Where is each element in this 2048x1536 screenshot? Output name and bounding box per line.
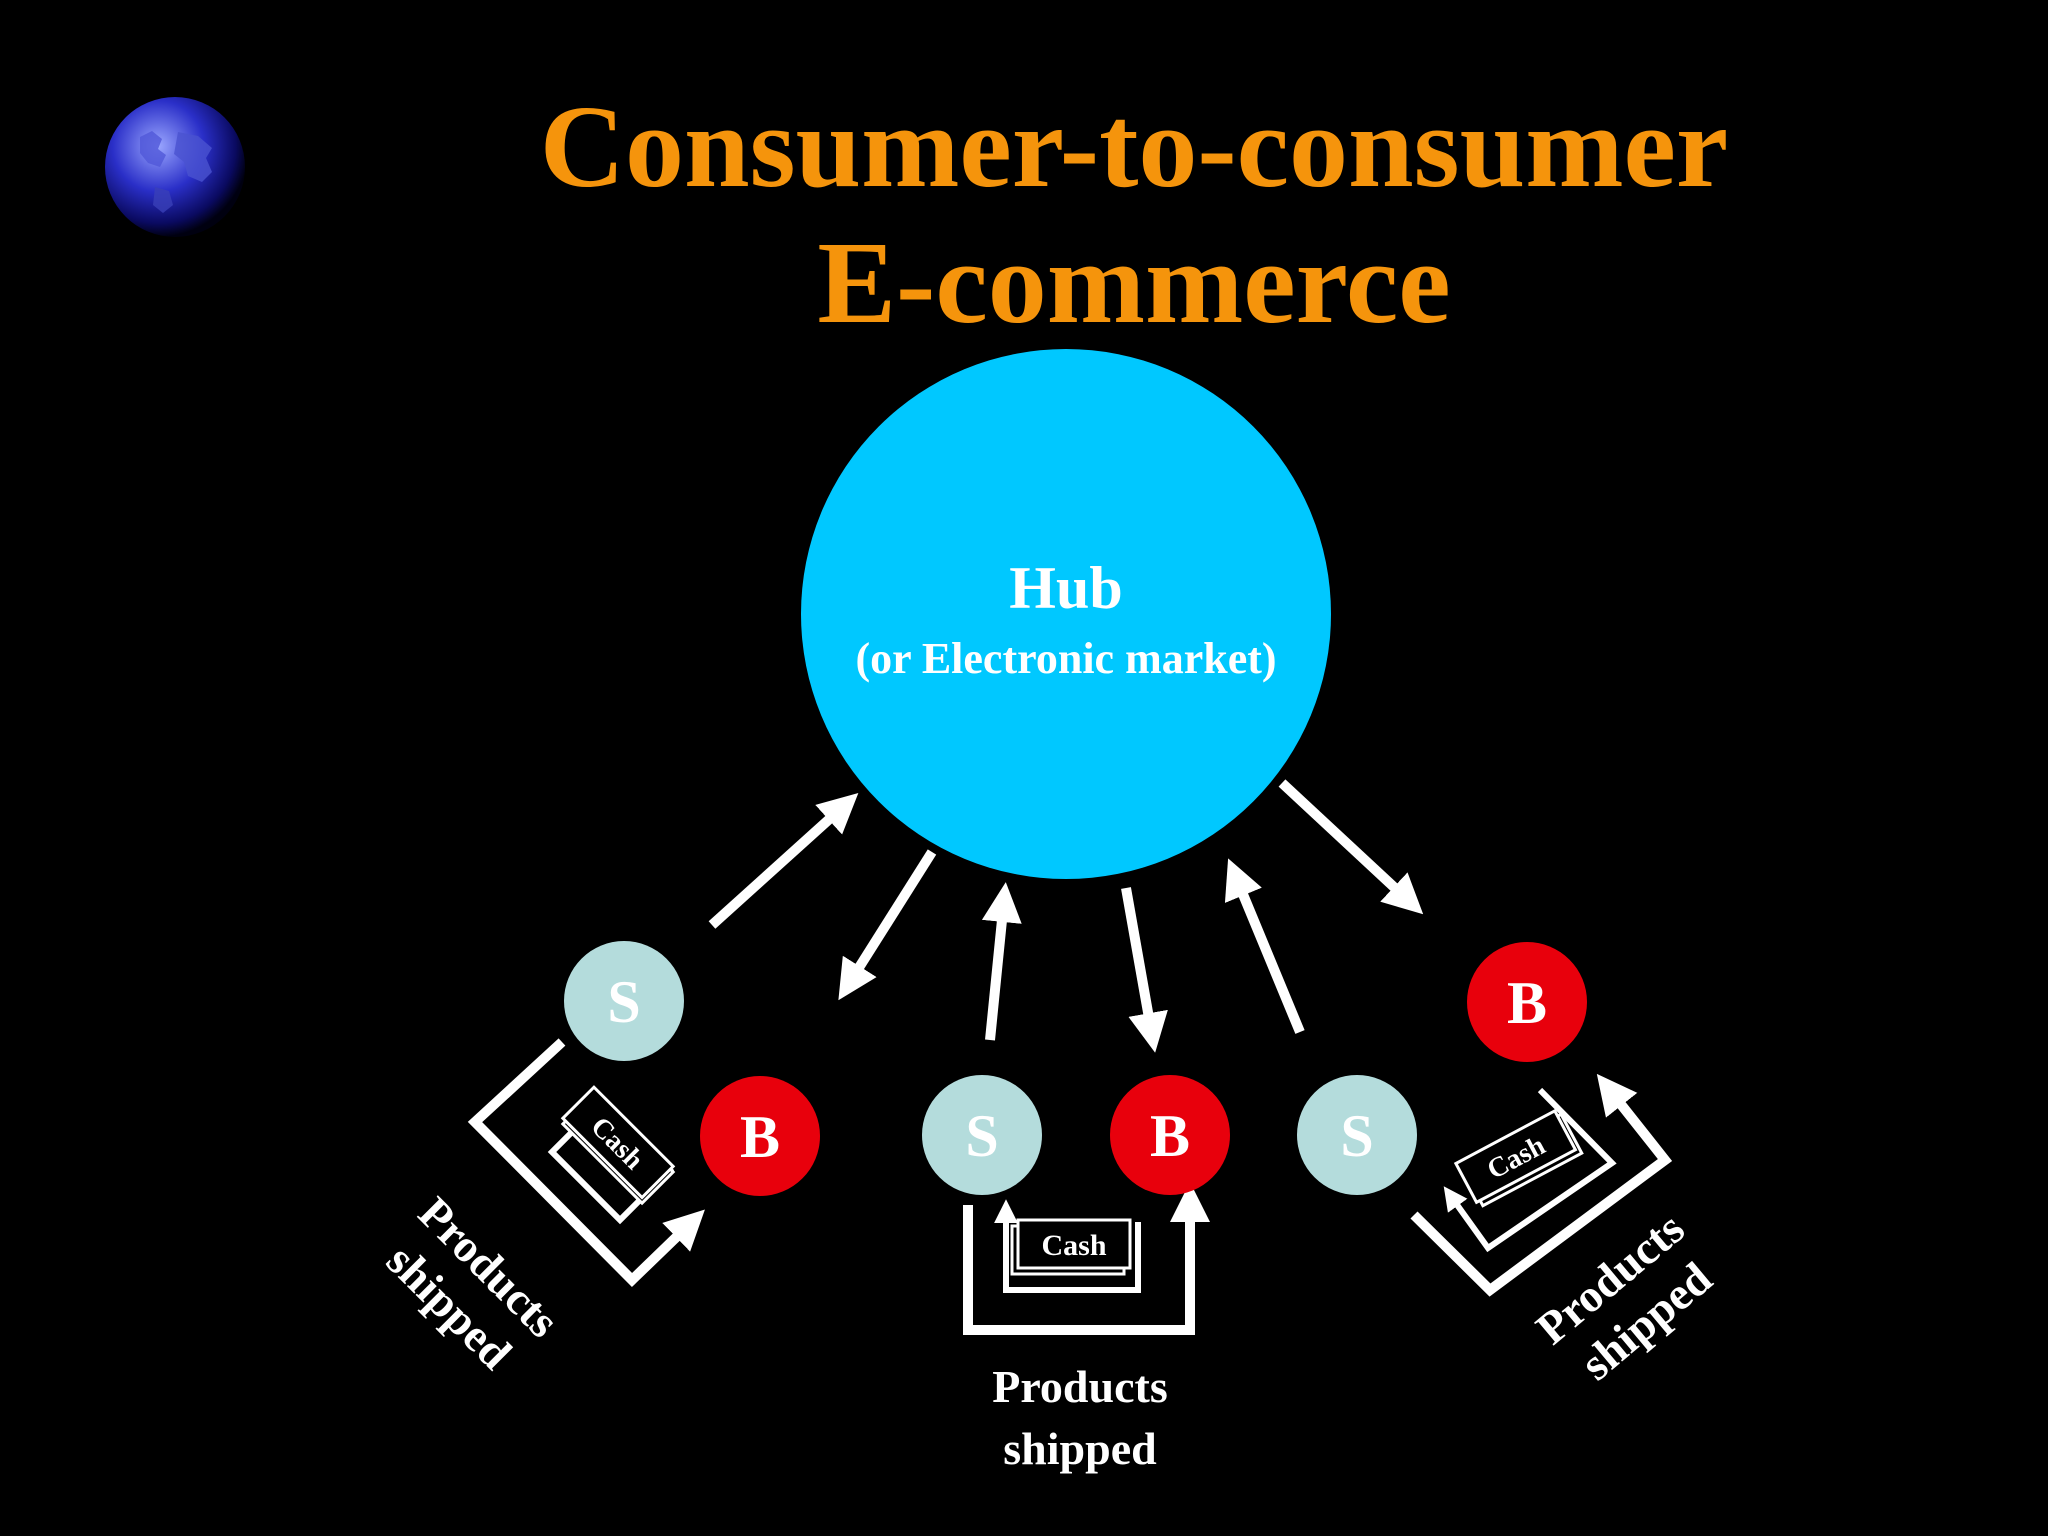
right-buyer: B	[1467, 942, 1587, 1062]
hub-circle	[801, 349, 1331, 879]
left-seller: S	[564, 941, 684, 1061]
arrow-left-seller-to-hub	[708, 792, 859, 929]
center-buyer: B	[1110, 1075, 1230, 1195]
center-products-line2: shipped	[1003, 1423, 1157, 1474]
left-buyer-label: B	[740, 1104, 780, 1170]
arrow-hub-to-right-buyer	[1278, 779, 1424, 915]
left-products-flow	[467, 1038, 705, 1288]
right-seller-label: S	[1340, 1103, 1373, 1169]
right-buyer-label: B	[1507, 970, 1547, 1036]
center-seller-label: S	[965, 1103, 998, 1169]
arrow-right-seller-to-hub	[1224, 858, 1305, 1034]
left-products-label: Products shipped	[377, 1187, 569, 1379]
hub-sublabel: (or Electronic market)	[855, 634, 1276, 683]
hub-label: Hub	[1009, 555, 1122, 621]
right-seller: S	[1297, 1075, 1417, 1195]
center-buyer-label: B	[1150, 1103, 1190, 1169]
center-products-label: Products shipped	[992, 1361, 1168, 1474]
center-cash-flow: Cash	[994, 1199, 1141, 1293]
right-products-flow	[1410, 1073, 1673, 1297]
slide-title-line1: Consumer-to-consumer	[539, 81, 1729, 212]
globe-icon	[105, 97, 245, 237]
arrow-center-seller-to-hub	[981, 882, 1022, 1041]
left-seller-label: S	[607, 969, 640, 1035]
slide-title-line2: E-commerce	[817, 217, 1451, 348]
arrow-hub-to-left-buyer	[838, 849, 937, 1001]
right-products-label: Products shipped	[1526, 1202, 1721, 1390]
left-buyer: B	[700, 1076, 820, 1196]
arrow-hub-to-center-buyer	[1121, 887, 1168, 1053]
left-cash-flow: Cash	[547, 1085, 676, 1225]
center-products-line1: Products	[992, 1361, 1168, 1412]
center-seller: S	[922, 1075, 1042, 1195]
center-cash-label: Cash	[1041, 1229, 1106, 1262]
right-cash-flow: Cash	[1443, 1087, 1617, 1253]
center-products-flow	[963, 1182, 1210, 1335]
